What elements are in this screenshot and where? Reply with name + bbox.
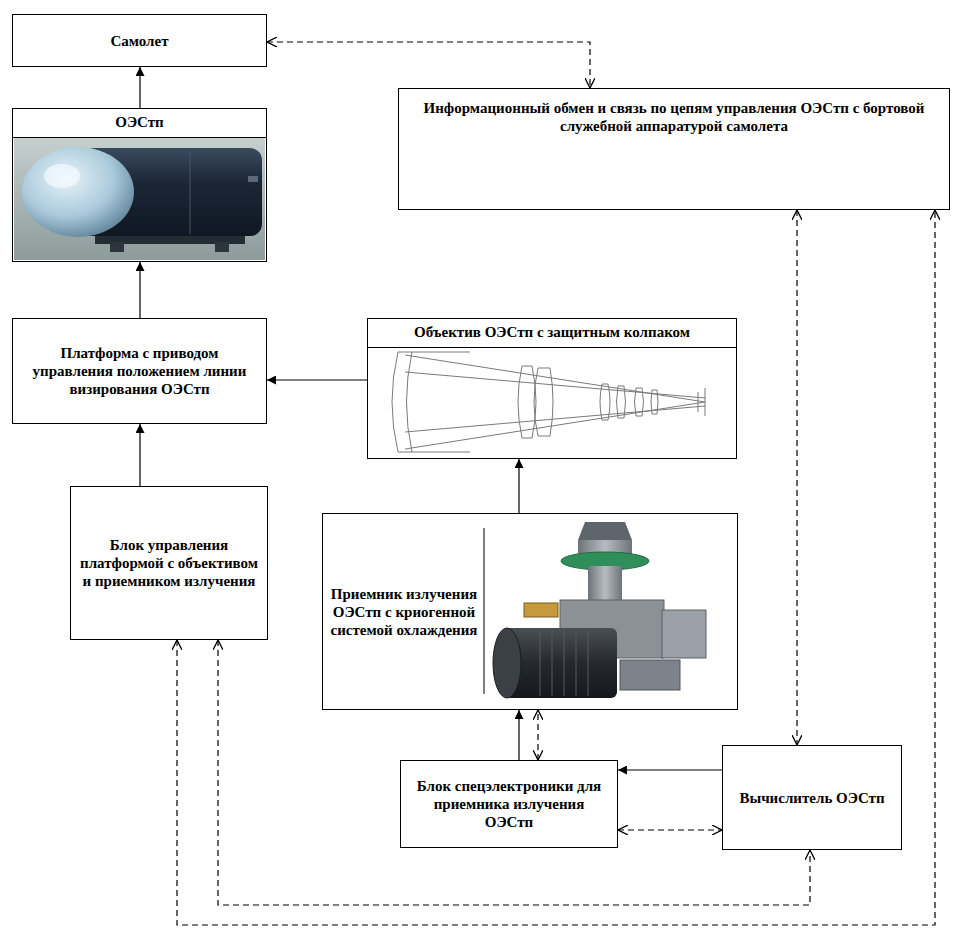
connector <box>537 710 538 760</box>
box-label: ОЭСтп <box>13 109 266 138</box>
computer-box: Вычислитель ОЭСтп <box>722 745 902 850</box>
cryocooler-picture <box>493 522 706 698</box>
pod-box: ОЭСтп <box>12 108 267 262</box>
connector <box>139 424 140 486</box>
connector <box>618 829 722 830</box>
interface-box: Информационный обмен и связь по цепям уп… <box>398 88 950 210</box>
electronics-box: Блок спецэлектроники для приемника излуч… <box>400 760 618 848</box>
aircraft-box: Самолет <box>12 14 267 67</box>
box-label: Вычислитель ОЭСтп <box>739 789 884 807</box>
detector-box: Приемник излучения ОЭСтп с криогенной си… <box>322 513 738 710</box>
box-label: Информационный обмен и связь по цепям уп… <box>409 99 939 135</box>
lens-box: Объектив ОЭСтп с защитным колпаком <box>367 318 737 459</box>
box-label: Самолет <box>110 32 168 50</box>
connector <box>177 210 935 925</box>
connector <box>267 379 367 380</box>
box-label: Блок управления платформой с объективом … <box>79 536 259 590</box>
connector <box>518 710 519 760</box>
box-label: Блок спецэлектроники для приемника излуч… <box>409 777 609 831</box>
box-label: Приемник излучения ОЭСтп с криогенной си… <box>327 585 481 639</box>
control-box: Блок управления платформой с объективом … <box>70 486 268 640</box>
connector <box>518 459 519 513</box>
box-label: Платформа с приводом управления положени… <box>21 344 258 398</box>
box-label: Объектив ОЭСтп с защитным колпаком <box>368 319 736 348</box>
platform-box: Платформа с приводом управления положени… <box>12 318 267 424</box>
connector <box>139 262 140 318</box>
connector <box>796 210 797 745</box>
lens-drawing <box>392 352 705 452</box>
connector <box>618 769 722 770</box>
pod-picture <box>14 129 265 260</box>
connector <box>267 42 590 88</box>
connector <box>139 67 140 108</box>
divider-line <box>484 528 485 694</box>
